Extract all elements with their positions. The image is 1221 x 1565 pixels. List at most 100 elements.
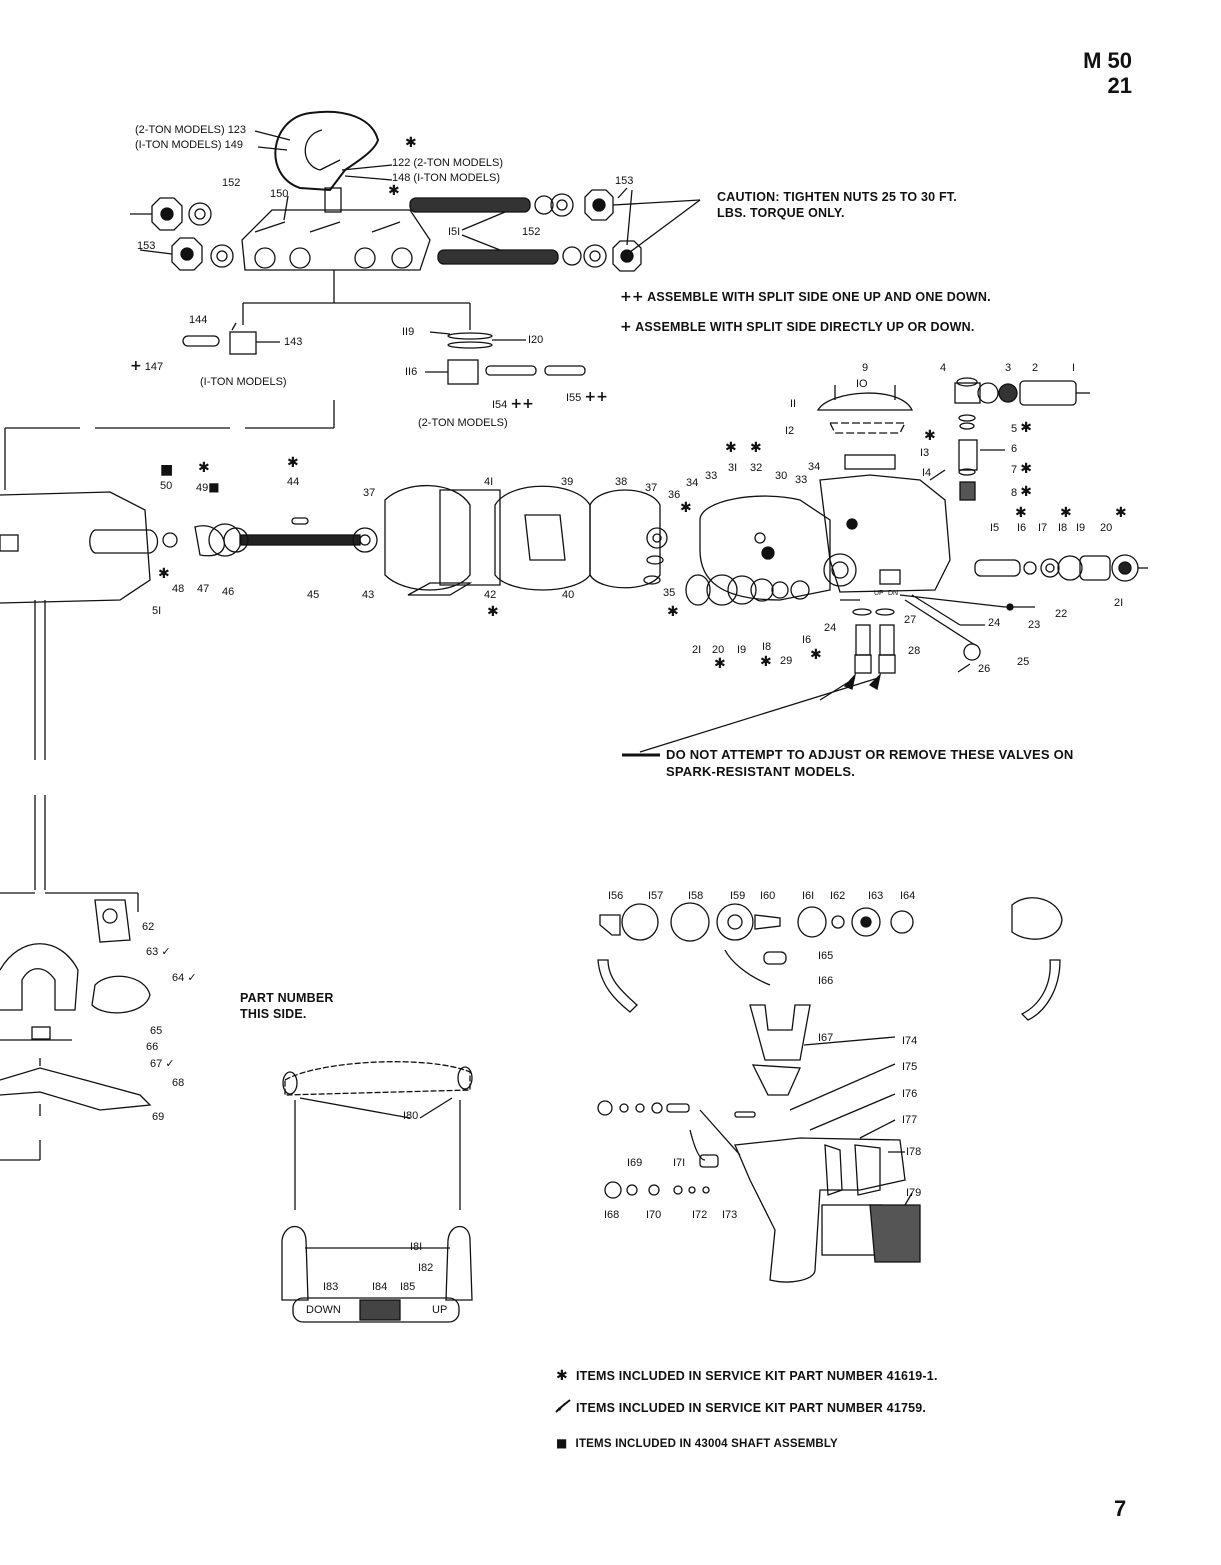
part-label: I77 (902, 1114, 918, 1126)
valve-stems-drawing (840, 594, 1035, 674)
hook-drawing (254, 110, 393, 213)
part-label: 152 (222, 177, 241, 189)
part-label: I57 (648, 890, 664, 902)
part-label: 33 (705, 470, 718, 482)
part-label: 49 (196, 482, 209, 494)
part-label: 150 (270, 188, 289, 200)
part-label: 46 (222, 586, 235, 598)
part-label: I78 (906, 1146, 922, 1158)
part-label: 26 (978, 663, 991, 675)
part-label-star: 7 ✱ (1011, 461, 1032, 477)
part-label: 62 (142, 921, 155, 933)
part-label-dbl: I55 ++ (566, 389, 608, 405)
throttle-handle-drawing (597, 949, 921, 1283)
check-mark: ✓ (187, 972, 197, 984)
legend-item-square: ■ITEMS INCLUDED IN 43004 SHAFT ASSEMBLY (556, 1436, 838, 1450)
part-label: 65 (150, 1025, 163, 1037)
part-label: I73 (722, 1209, 738, 1221)
part-label: 48 (172, 583, 185, 595)
split-direct-note: + ASSEMBLE WITH SPLIT SIDE DIRECTLY UP O… (620, 319, 975, 335)
check-mark: ✓ (556, 1400, 568, 1416)
part-label: I60 (760, 890, 776, 902)
star-mark: ✱ (810, 647, 822, 663)
part-label: I62 (830, 890, 846, 902)
part-label: I69 (627, 1157, 643, 1169)
caution-note-line2: LBS. TORQUE ONLY. (717, 206, 845, 220)
part-label-star: 5 ✱ (1011, 420, 1032, 436)
part-label: 45 (307, 589, 320, 601)
part-label: 4I (484, 476, 494, 488)
part-label: I83 (323, 1281, 339, 1293)
check-mark: ✓ (161, 946, 171, 958)
part-label: 50 (160, 480, 173, 492)
star-mark: ✱ (760, 654, 772, 670)
part-label: 22 (1055, 608, 1068, 620)
label-one-ton-149: (I-TON MODELS) 149 (135, 139, 243, 151)
square-mark: ■ (208, 480, 220, 494)
part-label: I3 (920, 447, 930, 459)
pendant-up-label[interactable]: UP (432, 1304, 448, 1316)
part-label: 69 (152, 1111, 165, 1123)
part-label: I2 (785, 425, 795, 437)
legend-item-star: ✱ITEMS INCLUDED IN SERVICE KIT PART NUMB… (556, 1368, 938, 1384)
part-label: 25 (1017, 656, 1030, 668)
part-label: 147 (144, 361, 164, 373)
part-label: 39 (561, 476, 574, 488)
part-label: I72 (692, 1209, 708, 1221)
plus-symbol: + (620, 319, 632, 335)
star-mark: ✱ (1015, 505, 1027, 521)
star-mark: ✱ (667, 604, 679, 620)
part-label: I63 (868, 890, 884, 902)
part-label-check: 63 ✓ (146, 945, 171, 958)
part-label: I7 (1038, 522, 1048, 534)
part-label: I85 (400, 1281, 416, 1293)
pendant-down-label[interactable]: DOWN (306, 1304, 341, 1316)
part-label: 27 (904, 614, 917, 626)
star-mark: ✱ (1020, 420, 1032, 436)
part-label: 68 (172, 1077, 185, 1089)
arrows (622, 672, 882, 757)
label-one-ton: (I-TON MODELS) (200, 376, 287, 388)
part-label: I65 (818, 950, 834, 962)
page-number: 7 (1114, 1496, 1127, 1521)
part-label-star: 8 ✱ (1011, 484, 1032, 500)
bearing-parts-drawing (685, 574, 810, 606)
square-mark: ■ (160, 462, 174, 478)
valves-warning: DO NOT ATTEMPT TO ADJUST OR REMOVE THESE… (666, 747, 1074, 762)
part-label: I70 (646, 1209, 662, 1221)
double-plus-symbol: ++ (510, 396, 534, 412)
left-chain-lines (0, 600, 139, 912)
star-mark: ✱ (405, 135, 417, 151)
star-mark: ✱ (714, 656, 726, 672)
part-label: I68 (604, 1209, 620, 1221)
part-label-square: 49■ (196, 480, 220, 494)
part-label-check: 64 ✓ (172, 971, 197, 984)
part-label: I7I (673, 1157, 686, 1169)
part-label: 2I (1114, 597, 1124, 609)
legend-item-check: ✓ ITEMS INCLUDED IN SERVICE KIT PART NUMB… (556, 1400, 926, 1416)
part-label: 28 (908, 645, 921, 657)
double-plus-symbol: ++ (584, 389, 608, 405)
part-label: 143 (284, 336, 303, 348)
star-mark: ✱ (924, 428, 936, 444)
star-mark: ✱ (1020, 461, 1032, 477)
part-label: 38 (615, 476, 628, 488)
throttle-parts-drawing (597, 897, 1063, 1021)
part-label: I67 (818, 1032, 834, 1044)
double-plus-symbol: ++ (620, 289, 644, 305)
part-label-plus: + 147 (130, 358, 163, 374)
star-mark: ✱ (158, 566, 170, 582)
star-mark: ✱ (1060, 505, 1072, 521)
part-label: I5I (448, 226, 461, 238)
model-code: M 50 (1083, 48, 1132, 73)
part-label: I75 (902, 1061, 918, 1073)
part-label: 24 (824, 622, 837, 634)
valves-warning-line2: SPARK-RESISTANT MODELS. (666, 764, 856, 779)
legend-text: ITEMS INCLUDED IN SERVICE KIT PART NUMBE… (575, 1401, 927, 1415)
connector-lines (4, 270, 471, 490)
star-mark: ✱ (680, 500, 692, 516)
part-label: 9 (862, 362, 869, 374)
part-label: I74 (902, 1035, 918, 1047)
plus-symbol: + (130, 358, 142, 374)
